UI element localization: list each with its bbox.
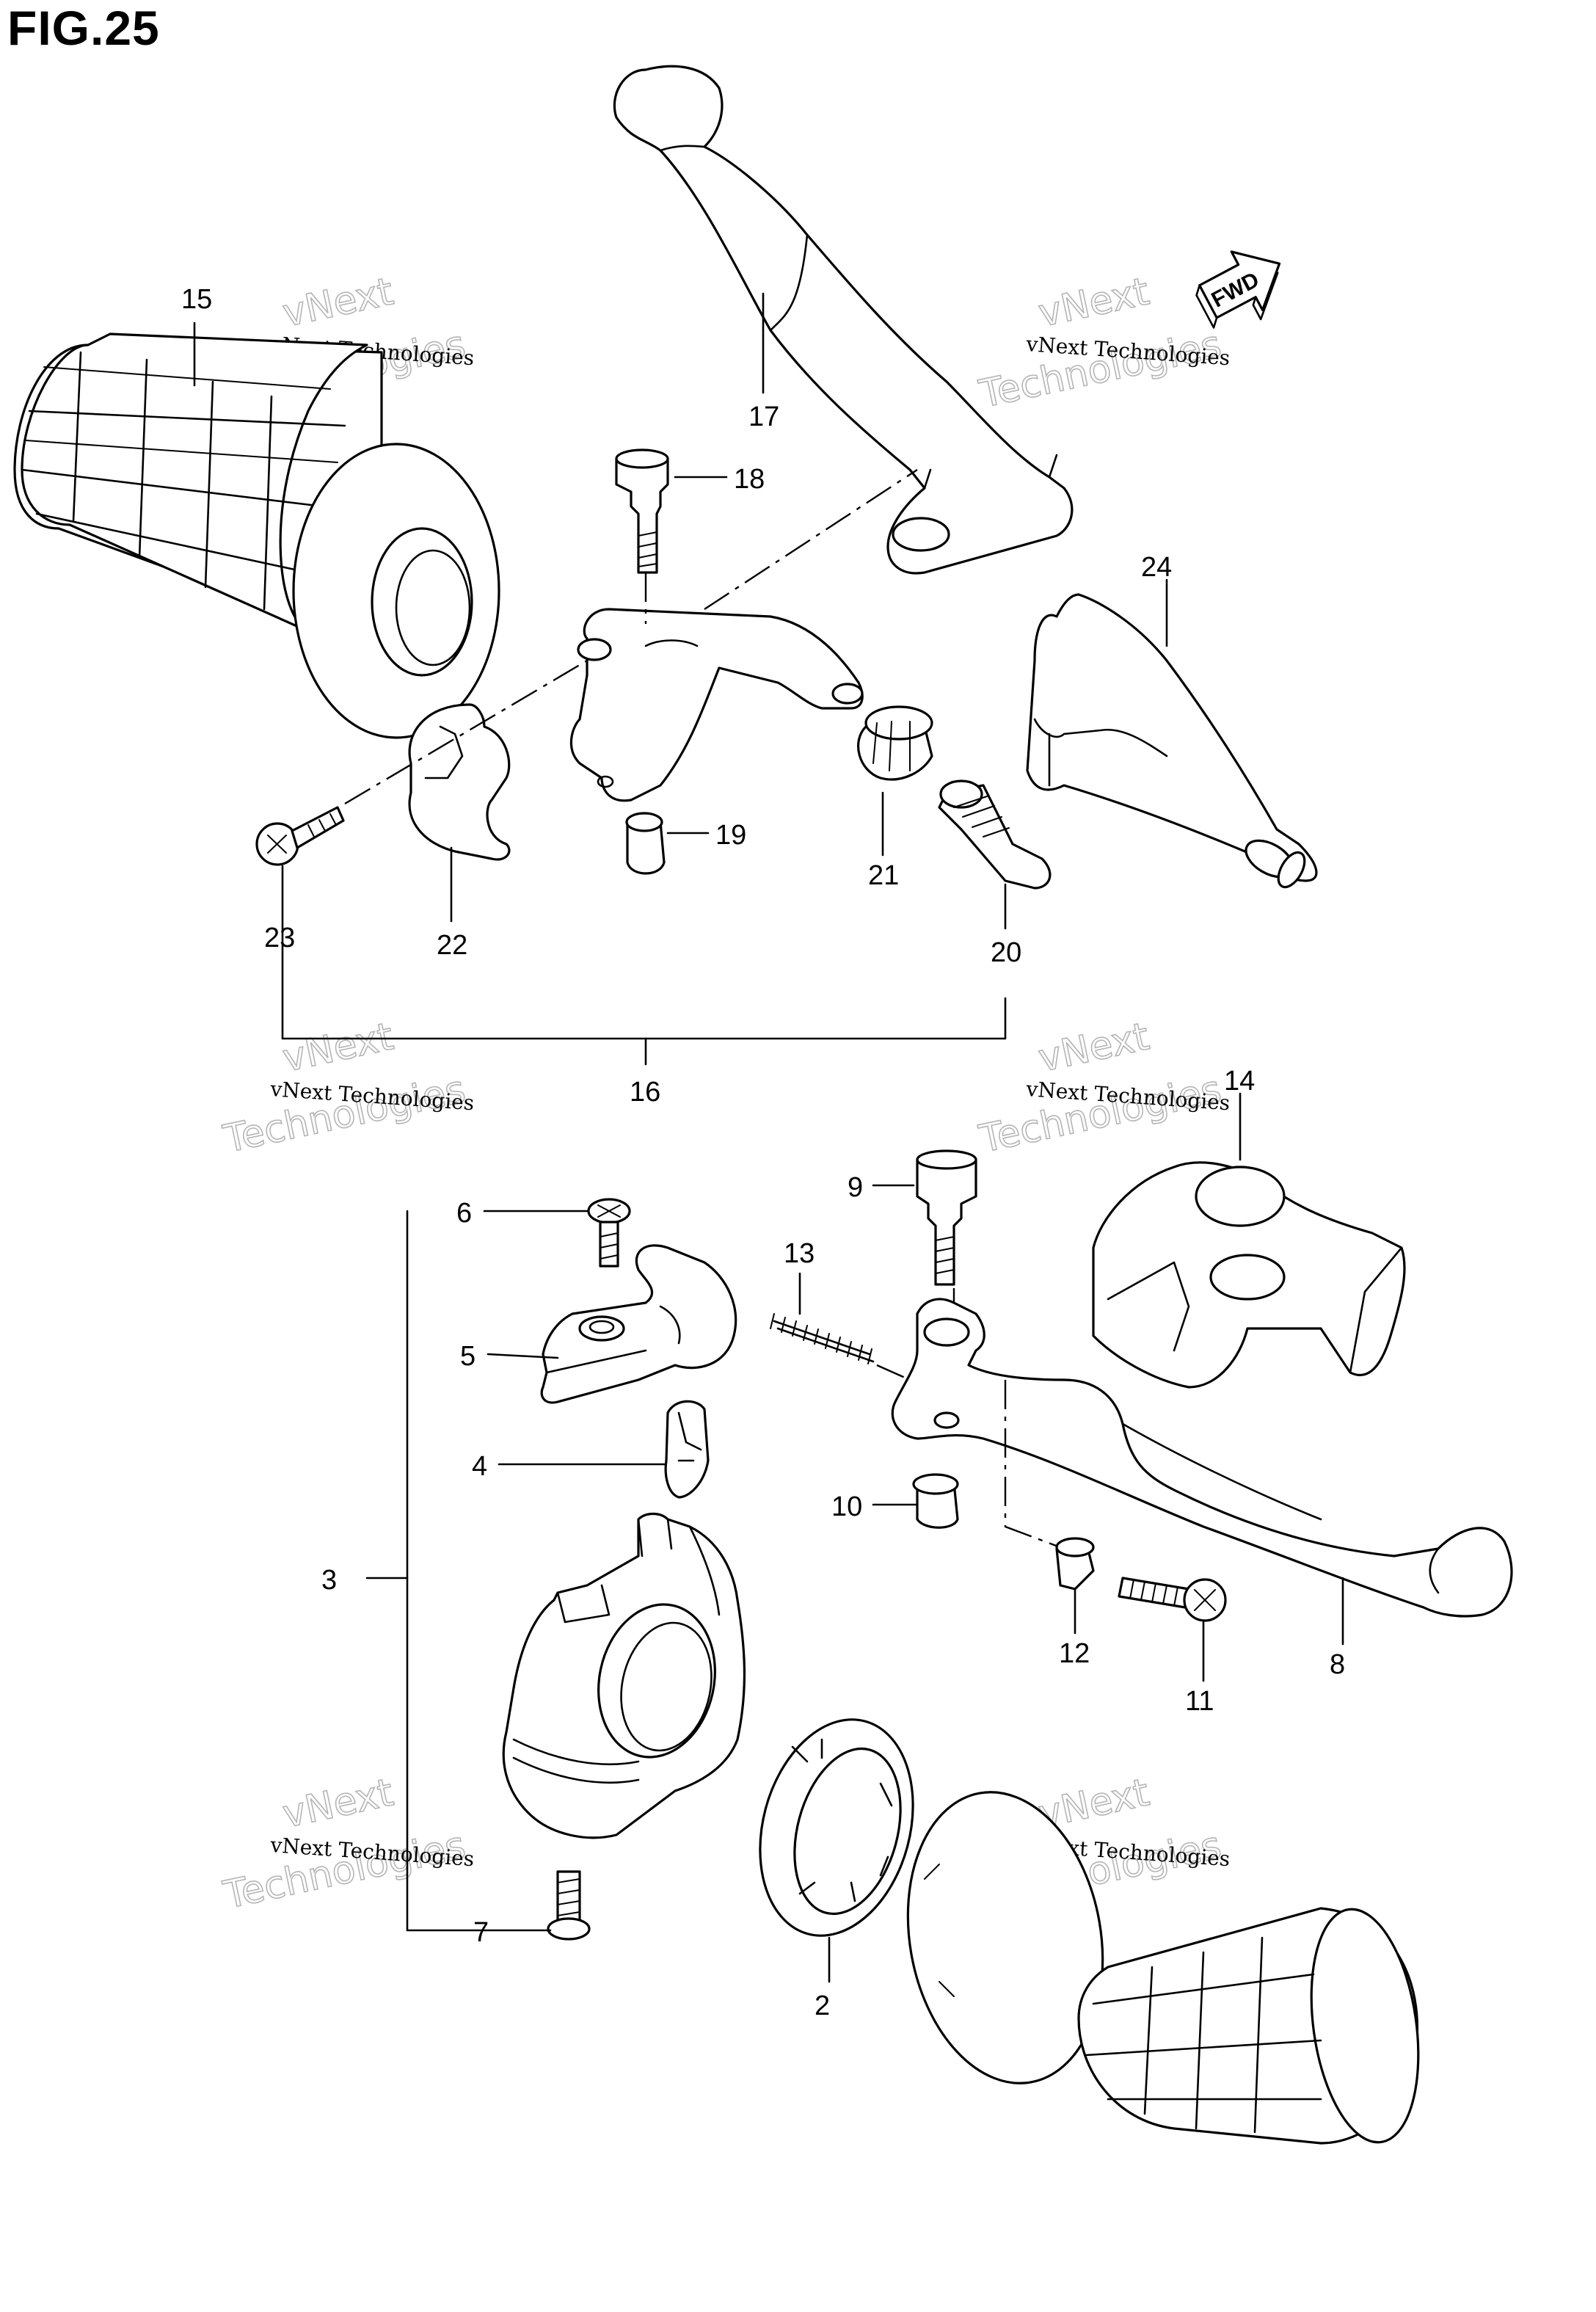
watermark-bottom-left: vNext Technologies vNext Technologies [219,1770,475,1919]
figure-title: FIG.25 [7,1,160,55]
callout-4: 4 [472,1451,487,1482]
part-5-clamp [540,1244,737,1404]
callout-14: 14 [1224,1066,1255,1097]
callout-20: 20 [991,937,1021,968]
part-6-screw [587,1198,631,1268]
part-8-brake-lever [891,1298,1513,1618]
callout-11: 11 [1185,1686,1214,1717]
watermark-big-top: vNext [279,269,397,335]
watermark-mid-right: vNext Technologies vNext Technologies [974,1014,1231,1163]
part-9-bolt [916,1149,977,1286]
callout-23: 23 [264,923,295,953]
callout-24: 24 [1141,552,1172,583]
part-22-shim [408,703,511,861]
watermark-big-top: vNext [279,1770,397,1836]
watermark-big-top: vNext [279,1014,397,1080]
callouts: 15 17 18 24 19 21 20 22 23 16 14 9 13 6 … [181,284,1345,2021]
part-24-lever-cover [1026,593,1318,889]
callout-16: 16 [630,1077,660,1108]
callout-8: 8 [1330,1649,1345,1680]
callout-22: 22 [437,930,467,961]
callout-18: 18 [734,464,765,495]
part-4-clip [664,1400,710,1499]
part-16-lever-holder [569,608,864,802]
part-10-nut [912,1473,959,1529]
part-12-nut [1055,1537,1095,1591]
watermark-top-right: vNext Technologies vNext Technologies [974,269,1231,418]
part-1-right-grip [906,1791,1420,2145]
callout-13: 13 [784,1238,815,1269]
callout-17: 17 [748,401,779,432]
part-14-lever-cover [1092,1161,1406,1389]
callout-10: 10 [831,1491,862,1522]
callout-2: 2 [815,1991,830,2021]
part-7-screw [547,1870,591,1941]
callout-5: 5 [460,1341,475,1372]
part-2-throttle-ring [759,1718,914,1937]
watermark-mid-left: vNext Technologies vNext Technologies [219,1014,475,1163]
part-17-clutch-lever [613,65,1074,575]
callout-3: 3 [321,1565,337,1596]
part-19-nut [625,812,666,875]
callout-19: 19 [715,820,746,851]
fwd-arrow-icon: FWD [1195,250,1281,329]
watermark-big-top: vNext [1035,269,1153,335]
part-20-adjuster-bolt [938,779,1052,890]
part-3-switch-housing [502,1512,746,1839]
part-18-bolt [615,448,669,574]
part-13-spring [770,1313,875,1364]
callout-9: 9 [848,1172,863,1203]
part-15-left-grip [13,332,500,739]
part-11-bolt [1118,1577,1227,1622]
callout-15: 15 [181,284,212,315]
callout-12: 12 [1059,1638,1090,1669]
callout-21: 21 [868,860,899,891]
part-21-adjuster-ring [857,705,933,781]
callout-7: 7 [473,1917,489,1948]
leader-lines [193,292,1344,1983]
part-23-screw [255,806,345,866]
watermark-big-top: vNext [1035,1014,1153,1080]
callout-6: 6 [456,1198,472,1229]
